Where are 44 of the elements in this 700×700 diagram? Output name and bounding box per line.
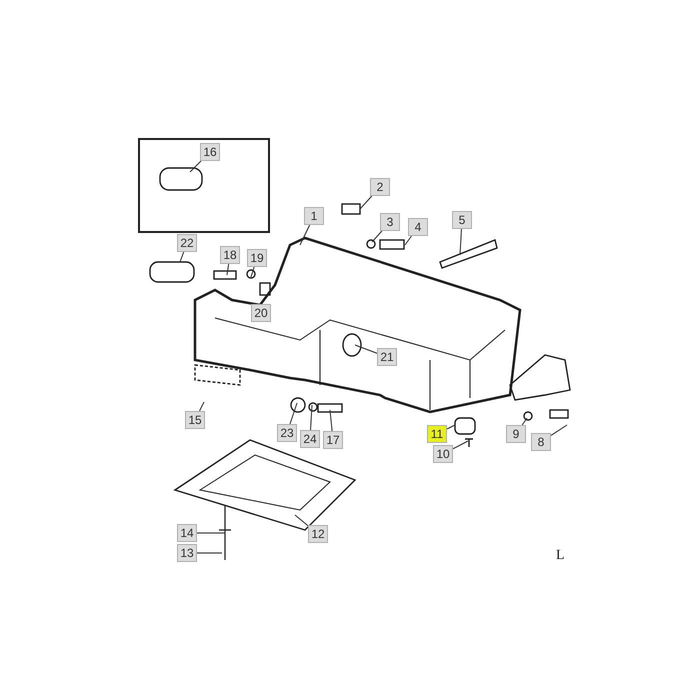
leader-line — [522, 418, 528, 426]
callout-number: 16 — [200, 143, 220, 161]
callout-number: 12 — [308, 525, 328, 543]
leader-line — [452, 440, 468, 450]
callout-number: 22 — [177, 234, 197, 252]
leader-line — [250, 266, 255, 278]
leader-line — [300, 224, 310, 246]
callout-number: 23 — [277, 424, 297, 442]
callout-number: 13 — [177, 544, 197, 562]
callout-number: 24 — [300, 430, 320, 448]
leader-line — [310, 404, 312, 430]
leader-line — [196, 532, 226, 534]
leader-line — [460, 228, 462, 256]
callout-number: 20 — [251, 304, 271, 322]
callout-number: 4 — [408, 218, 428, 236]
leader-line — [226, 264, 230, 276]
leader-line — [294, 514, 308, 526]
leader-line — [360, 196, 372, 210]
callout-number: 1 — [304, 207, 324, 225]
view-letter: L — [556, 548, 565, 564]
callout-number: 10 — [433, 445, 453, 463]
callout-number: 14 — [177, 524, 197, 542]
callout-number: 19 — [247, 249, 267, 267]
callout-number: 15 — [185, 411, 205, 429]
leader-line — [290, 402, 298, 424]
leader-line — [404, 236, 412, 246]
callout-number: 5 — [452, 211, 472, 229]
leader-line — [354, 344, 378, 354]
callout-number: 2 — [370, 178, 390, 196]
callout-number: 21 — [377, 348, 397, 366]
leader-line — [330, 410, 333, 432]
callout-number: 3 — [380, 213, 400, 231]
callout-number: 9 — [506, 425, 526, 443]
leader-line — [372, 230, 382, 242]
callout-number: 8 — [531, 433, 551, 451]
inset-frame — [138, 138, 270, 233]
leader-line — [550, 424, 568, 436]
leader-line — [190, 160, 202, 172]
leader-line — [180, 252, 184, 262]
callout-number: 17 — [323, 431, 343, 449]
leader-line — [196, 552, 222, 554]
leader-line — [199, 402, 204, 412]
callout-number: 18 — [220, 246, 240, 264]
callout-number: 11 — [427, 425, 447, 443]
